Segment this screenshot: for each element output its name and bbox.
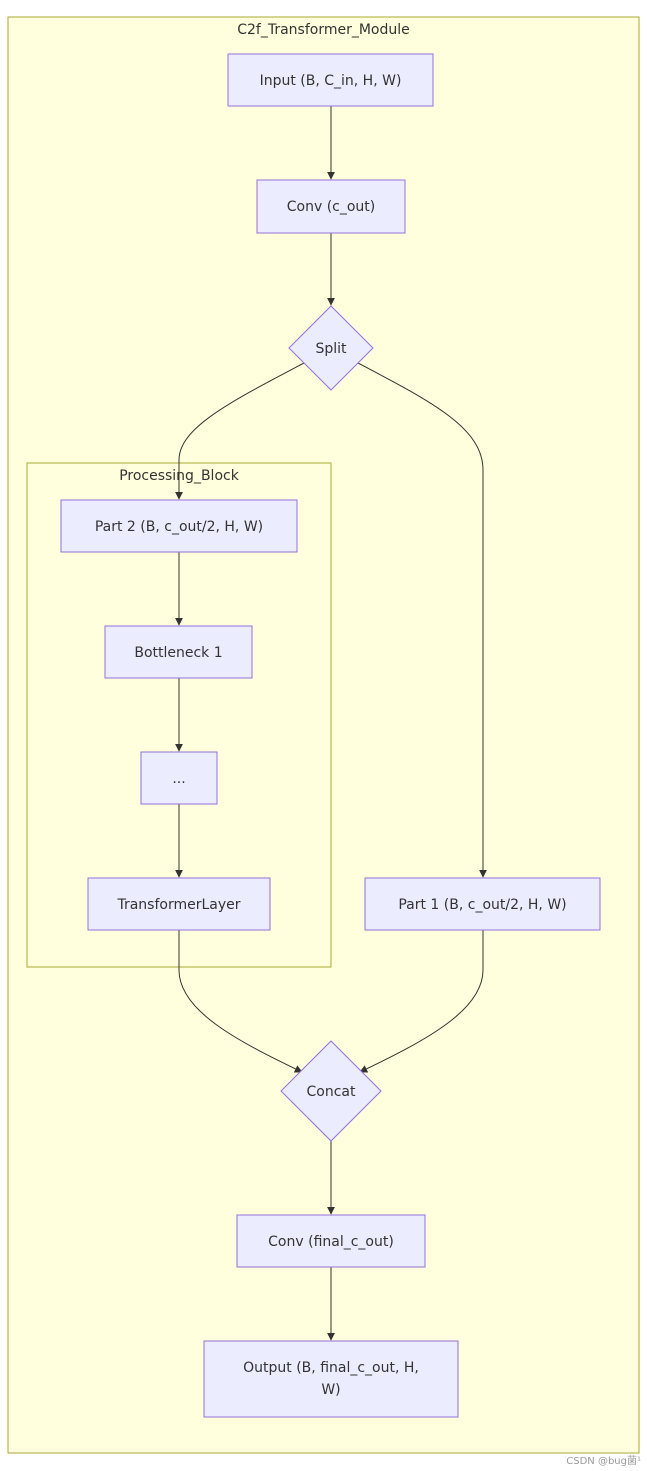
edge-split-part1 <box>357 362 487 878</box>
node-split: Split <box>288 305 374 391</box>
node-conv-c-out-label: Conv (c_out) <box>287 199 376 215</box>
node-conv-final-c-out-label: Conv (final_c_out) <box>268 1234 394 1250</box>
node-bottleneck-1-label: Bottleneck 1 <box>134 645 222 661</box>
node-conv-c-out: Conv (c_out) <box>256 179 406 234</box>
edge-transformer-concat <box>178 930 303 1073</box>
node-concat-label: Concat <box>307 1084 356 1100</box>
watermark: CSDN @bug菌¹ <box>566 1456 641 1467</box>
node-conv-final-c-out: Conv (final_c_out) <box>236 1214 426 1268</box>
edge-split-part2 <box>175 362 305 500</box>
node-output-label-line1: Output (B, final_c_out, H, <box>243 1360 419 1376</box>
node-output: Output (B, final_c_out, H, W) <box>203 1340 459 1418</box>
node-input: Input (B, C_in, H, W) <box>227 53 434 107</box>
node-output-label-line2: W) <box>321 1382 340 1398</box>
node-transformer-layer-label: TransformerLayer <box>116 897 240 913</box>
node-ellipsis: ... <box>140 751 218 805</box>
edges <box>175 106 487 1341</box>
node-bottleneck-1: Bottleneck 1 <box>104 625 253 679</box>
edge-part1-concat <box>359 930 484 1073</box>
node-part1-label: Part 1 (B, c_out/2, H, W) <box>398 897 566 913</box>
node-input-label: Input (B, C_in, H, W) <box>260 73 402 89</box>
cluster-title-outer: C2f_Transformer_Module <box>237 22 410 38</box>
node-part1: Part 1 (B, c_out/2, H, W) <box>364 877 601 931</box>
node-transformer-layer: TransformerLayer <box>87 877 271 931</box>
node-concat: Concat <box>280 1040 382 1142</box>
node-ellipsis-label: ... <box>172 771 185 787</box>
node-split-label: Split <box>315 341 347 357</box>
node-part2-label: Part 2 (B, c_out/2, H, W) <box>95 519 263 535</box>
node-part2: Part 2 (B, c_out/2, H, W) <box>60 499 298 553</box>
